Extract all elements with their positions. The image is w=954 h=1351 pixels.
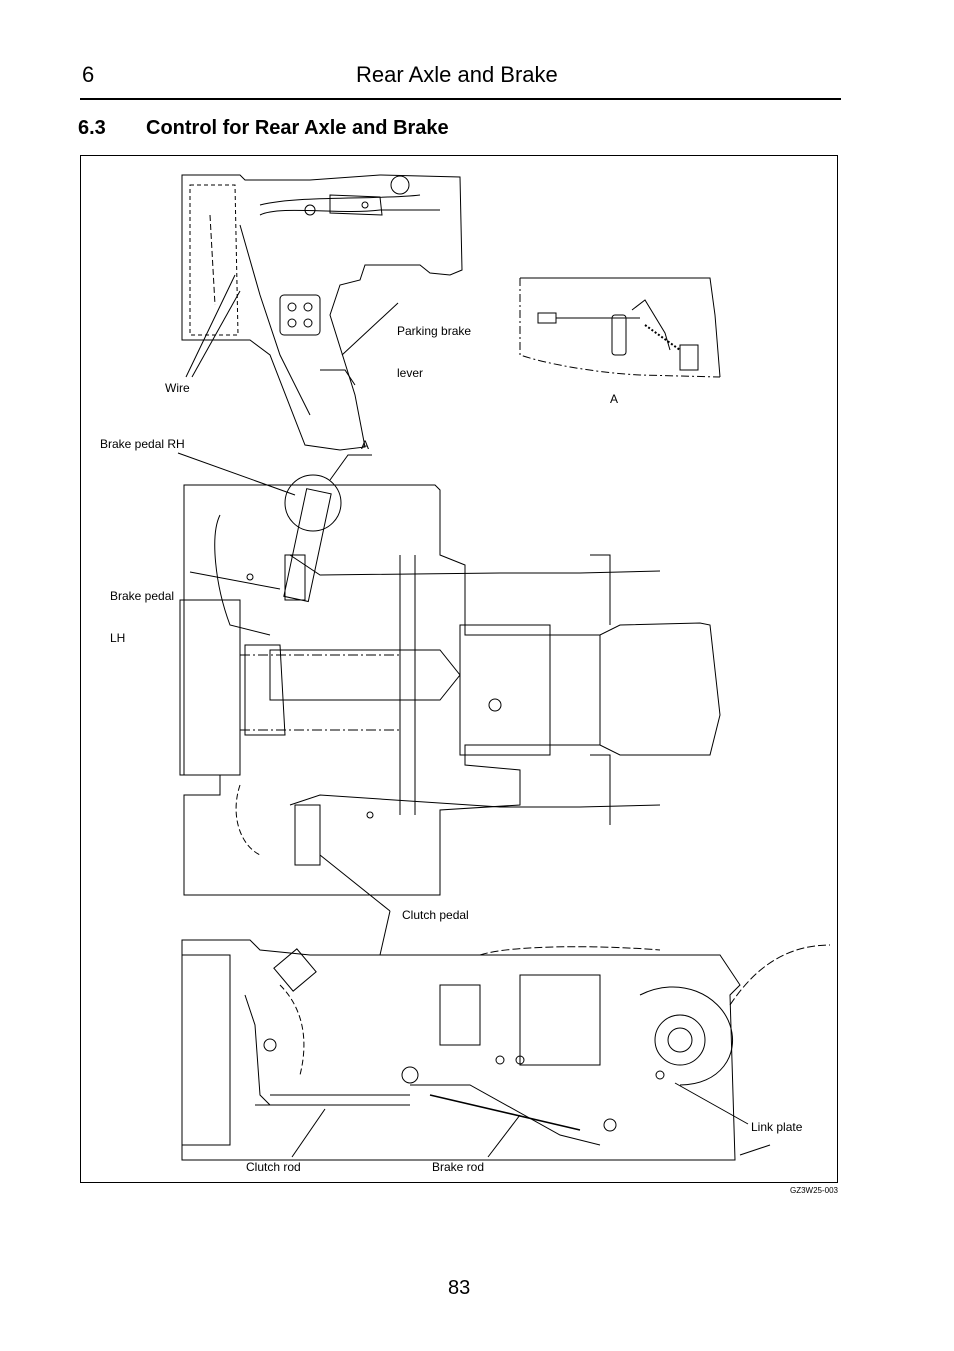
header-rule: [80, 98, 841, 100]
label-brake-pedal-lh: Brake pedal LH: [110, 589, 175, 645]
label-brake-rod: Brake rod: [432, 1160, 485, 1174]
leader-lines: [177, 274, 749, 1158]
figure-code: GZ3W25-003: [789, 1186, 838, 1195]
section-number: 6.3: [78, 117, 106, 139]
detail-a-drawing: [519, 277, 721, 378]
top-assembly-drawing: [181, 174, 463, 451]
technical-drawing: [177, 174, 831, 1161]
page-number: 83: [448, 1277, 471, 1299]
chapter-number: 6: [82, 62, 95, 87]
label-link-plate: Link plate: [751, 1120, 803, 1134]
label-wire: Wire: [165, 381, 190, 395]
callout-circle-a: [284, 474, 342, 532]
bottom-assembly-drawing: [181, 939, 831, 1161]
label-callout-a: A: [361, 438, 370, 452]
label-parking-brake-lever: Parking brake lever: [397, 324, 472, 380]
label-clutch-rod: Clutch rod: [246, 1160, 301, 1174]
label-brake-pedal-rh: Brake pedal RH: [100, 437, 185, 451]
middle-assembly-drawing: [179, 484, 721, 896]
section-title: Control for Rear Axle and Brake: [146, 117, 449, 139]
label-detail-a: A: [610, 392, 619, 406]
label-clutch-pedal: Clutch pedal: [402, 908, 469, 922]
figure-frame: [80, 155, 838, 1183]
chapter-title: Rear Axle and Brake: [356, 62, 558, 87]
